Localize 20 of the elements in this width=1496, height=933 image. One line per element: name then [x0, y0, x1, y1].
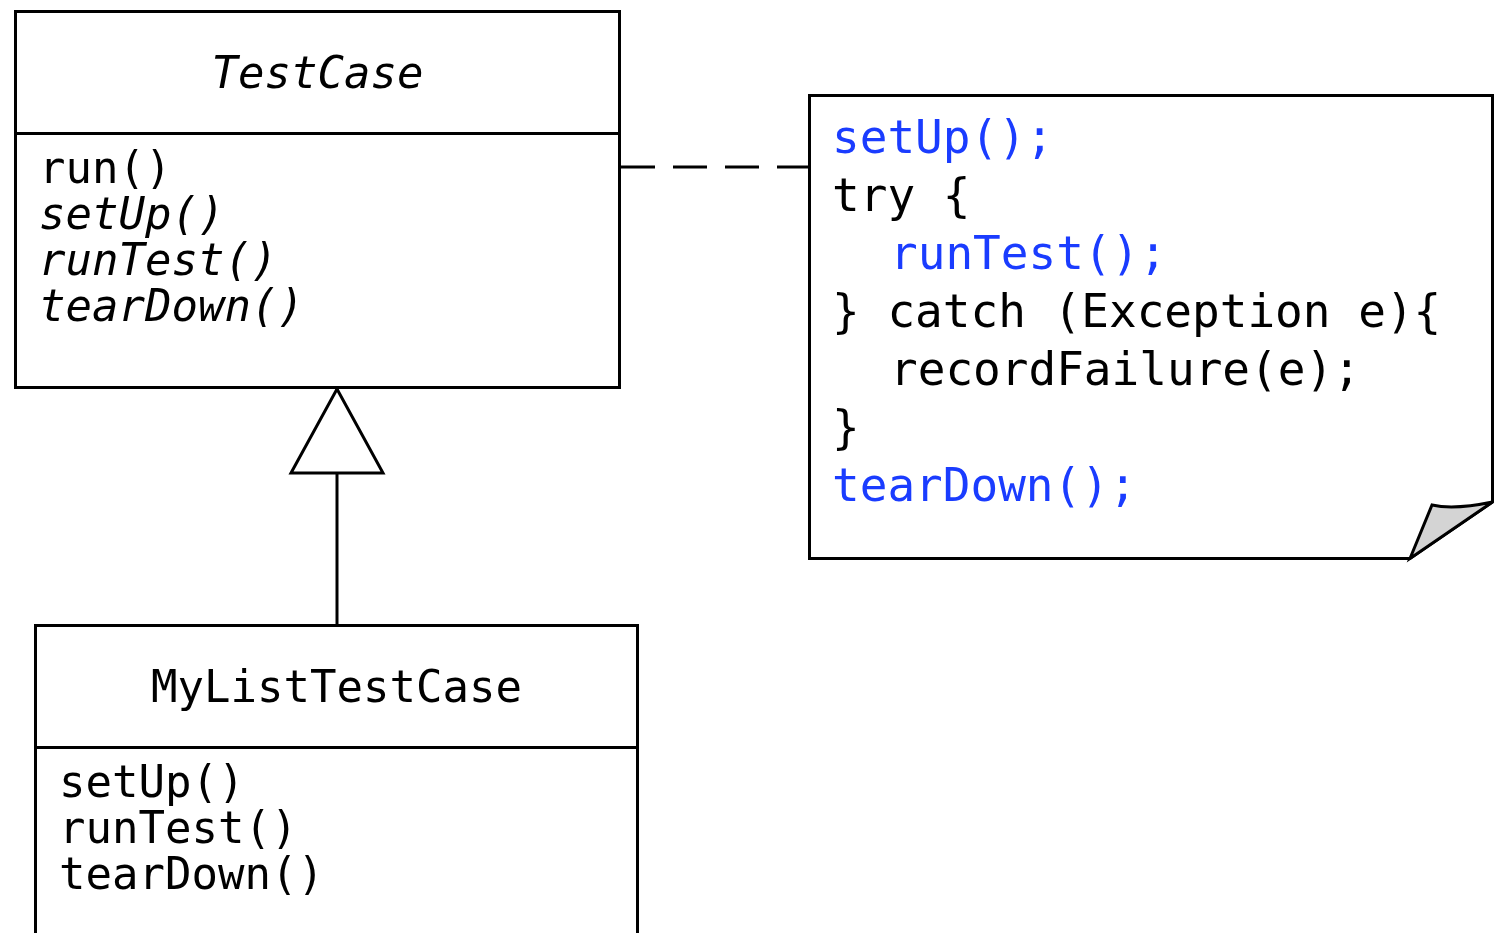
code-line: runTest(); [890, 225, 1167, 282]
operation-text: tearDown() [59, 851, 324, 897]
operation-text: setUp() [59, 759, 245, 805]
operation-text: tearDown() [39, 283, 304, 329]
code-line: recordFailure(e); [890, 341, 1361, 398]
code-line: } catch (Exception e){ [832, 283, 1442, 340]
code-line: setUp(); [832, 109, 1054, 166]
class-box [34, 624, 639, 933]
code-line: try { [832, 167, 971, 224]
generalization-arrow [289, 387, 385, 624]
class-name: TestCase [211, 50, 424, 95]
operation-text: setUp() [39, 191, 225, 237]
operation-text: runTest() [59, 805, 298, 851]
operation-text: runTest() [39, 237, 278, 283]
code-line: tearDown(); [832, 457, 1137, 514]
code-line: } [832, 399, 860, 456]
class-name: MyListTestCase [151, 664, 522, 709]
dashed-connector [621, 165, 808, 169]
class-box [14, 10, 621, 389]
operation-text: run() [39, 145, 172, 191]
